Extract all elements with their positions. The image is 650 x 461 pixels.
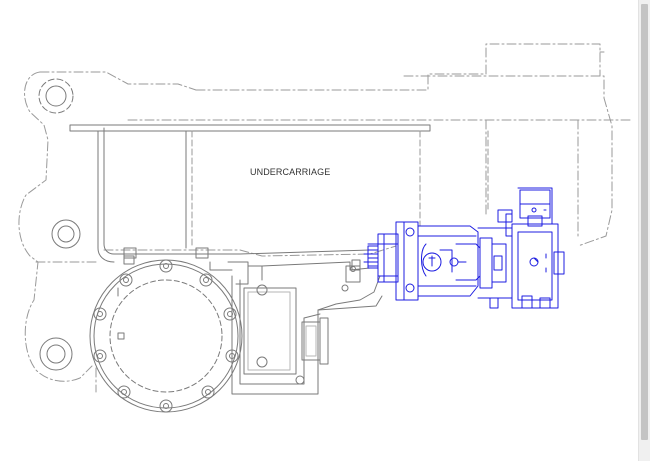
frame-structure xyxy=(38,78,489,371)
undercarriage-label: UNDERCARRIAGE xyxy=(250,167,331,177)
frame-outline xyxy=(18,43,633,393)
vertical-scrollbar[interactable] xyxy=(638,0,650,461)
scrollbar-thumb[interactable] xyxy=(641,4,648,440)
hydraulic-motor xyxy=(363,187,565,309)
mount-bolts xyxy=(123,255,361,271)
hub-bolts xyxy=(93,259,239,413)
gearbox-housing xyxy=(231,275,383,395)
drive-hub xyxy=(89,247,243,413)
